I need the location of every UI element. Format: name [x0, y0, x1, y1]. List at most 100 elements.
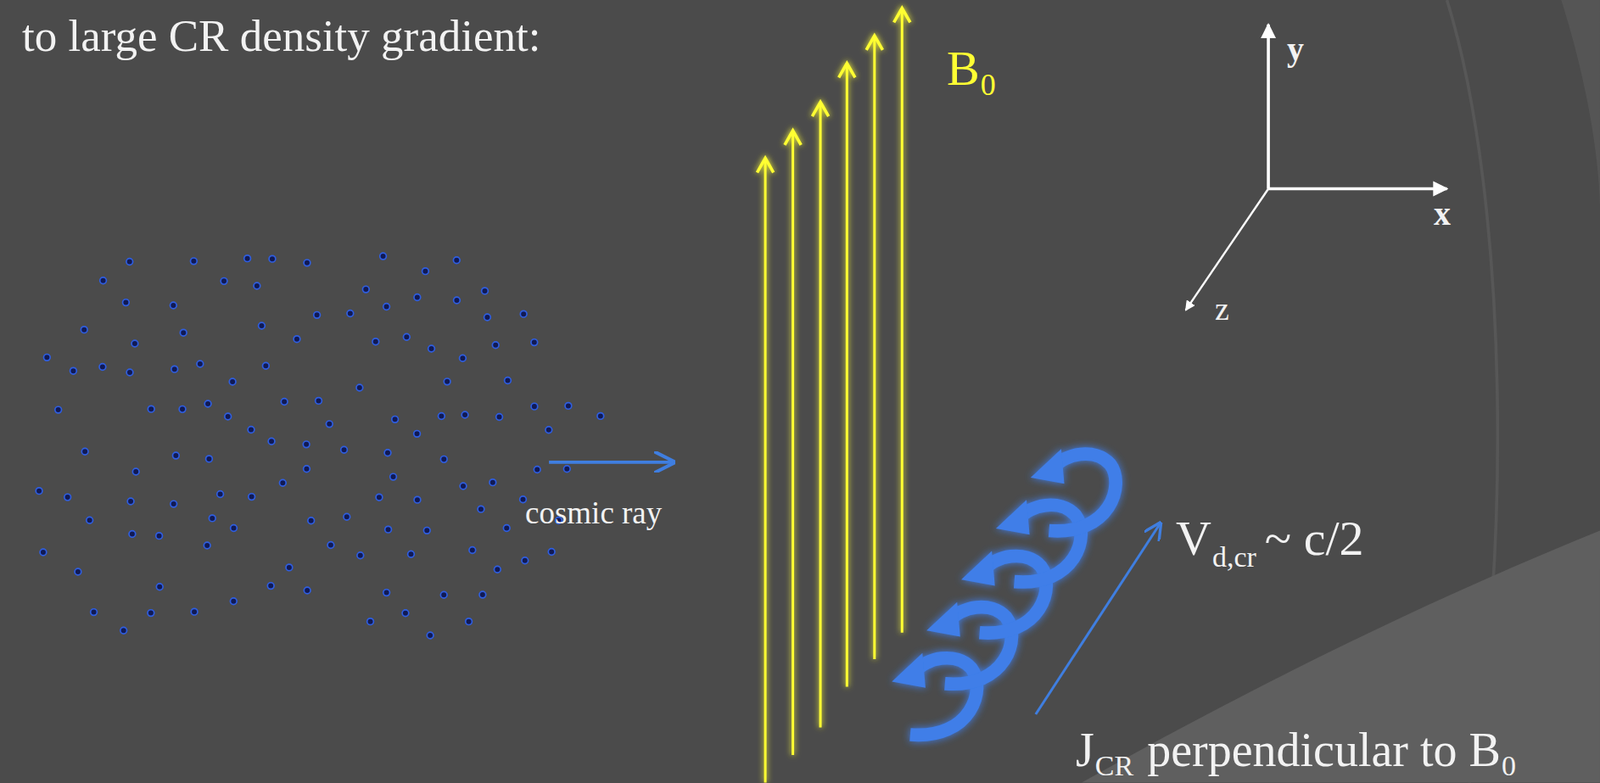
current-swirls [891, 448, 1116, 735]
cosmic-ray-particle [402, 609, 409, 617]
cosmic-ray-particle [372, 338, 380, 346]
cosmic-ray-particle [230, 525, 238, 532]
velocity-value: ~ c/2 [1264, 514, 1365, 564]
cosmic-ray-particle [267, 582, 275, 590]
cosmic-ray-particle [461, 411, 469, 419]
cosmic-ray-particle [285, 564, 293, 571]
current-swirl [961, 551, 1047, 634]
cosmic-ray-particle [268, 255, 276, 263]
magnetic-field-lines [756, 8, 910, 783]
cosmic-ray-particle [156, 583, 163, 591]
current-description: perpendicular to B [1146, 726, 1501, 774]
cosmic-ray-particle [171, 365, 179, 373]
cosmic-ray-particle [258, 322, 266, 330]
current-subscript: CR [1095, 751, 1134, 781]
cosmic-ray-particle [268, 437, 275, 445]
cosmic-ray-particle [262, 362, 269, 370]
current-swirl [1030, 448, 1116, 532]
cosmic-ray-particle [384, 449, 392, 457]
cosmic-ray-particle [315, 397, 323, 405]
cosmic-ray-particle [90, 609, 98, 616]
field-label: B [946, 44, 980, 94]
cosmic-ray-particle [453, 296, 461, 304]
cosmic-ray-particle [64, 493, 72, 501]
field-subscript: 0 [1501, 751, 1517, 781]
cosmic-ray-label: cosmic ray [525, 497, 662, 529]
cosmic-ray-particle [128, 531, 136, 538]
cosmic-ray-particle [123, 299, 130, 307]
cosmic-ray-particle [380, 252, 387, 260]
field-line [819, 104, 823, 728]
cosmic-ray-particle [533, 466, 541, 474]
cosmic-ray-particle [220, 278, 228, 286]
cosmic-ray-particle [489, 479, 497, 487]
cosmic-ray-particle [440, 456, 448, 464]
field-line [845, 65, 849, 688]
cosmic-ray-particle [208, 514, 216, 522]
cosmic-ray-particle [469, 547, 476, 554]
cosmic-ray-particle [55, 406, 62, 414]
cosmic-ray-particle [459, 482, 467, 490]
swirl-head [961, 551, 996, 587]
cosmic-ray-particle [100, 277, 107, 285]
cosmic-ray-particle [492, 341, 499, 349]
cosmic-ray-particle [453, 257, 460, 264]
cosmic-ray-particle [279, 479, 286, 487]
cosmic-ray-particle [481, 287, 489, 295]
cosmic-ray-particle [156, 532, 163, 540]
cosmic-ray-particle [402, 333, 410, 341]
field-arrowhead [866, 35, 883, 51]
cosmic-ray-particle [247, 426, 255, 434]
cosmic-ray-particle [313, 311, 321, 319]
cosmic-ray-particle [293, 335, 301, 343]
cosmic-ray-particle [479, 591, 487, 599]
cosmic-ray-particle [390, 473, 398, 481]
cosmic-ray-particle [81, 447, 89, 455]
cosmic-ray-particle [504, 377, 512, 385]
cosmic-ray-particle [302, 441, 310, 448]
current-swirl [926, 602, 1012, 685]
cosmic-ray-particle [459, 354, 467, 362]
axis-label: x [1433, 196, 1451, 231]
cosmic-ray-particle [383, 589, 391, 597]
field-arrowhead [894, 8, 911, 23]
slide-heading: to large CR density gradient: [22, 13, 541, 59]
field-arrowhead [839, 63, 856, 79]
cosmic-ray-particle [248, 493, 256, 501]
cosmic-ray-particle [39, 548, 47, 556]
cosmic-ray-particle [120, 626, 128, 634]
velocity-label: V [1175, 514, 1212, 564]
field-line [791, 132, 795, 756]
cosmic-ray-particle [325, 420, 333, 428]
cosmic-ray-particle [545, 426, 553, 434]
cosmic-ray-particle [548, 548, 555, 556]
cosmic-ray-particle [503, 525, 510, 532]
swirl-head [1030, 448, 1065, 484]
cosmic-ray-particle [179, 329, 187, 336]
cosmic-ray-particle [74, 568, 82, 576]
cosmic-ray-particle [413, 430, 421, 438]
cosmic-ray-particle [362, 285, 370, 293]
cosmic-ray-particle [206, 455, 213, 463]
field-arrowhead [811, 101, 828, 117]
cosmic-ray-particle [126, 369, 134, 376]
cosmic-ray-particle [428, 345, 436, 353]
cosmic-ray-particle [521, 557, 529, 565]
current-swirl [891, 653, 977, 736]
cosmic-ray-particle [391, 415, 399, 423]
cosmic-ray-particle [477, 505, 485, 513]
cosmic-ray-particle [80, 326, 88, 334]
cosmic-ray-particle [224, 413, 232, 420]
axis-label: z [1214, 292, 1230, 325]
cosmic-ray-particle [190, 257, 198, 265]
cosmic-ray-particle [169, 302, 177, 309]
cosmic-ray-particle [563, 465, 571, 473]
cosmic-ray-particle [413, 294, 421, 302]
field-arrowhead [756, 157, 773, 173]
cosmic-ray-particle [126, 258, 134, 266]
cosmic-ray-particle [131, 340, 139, 347]
cosmic-ray-particle [132, 468, 140, 476]
field-line [872, 38, 876, 661]
